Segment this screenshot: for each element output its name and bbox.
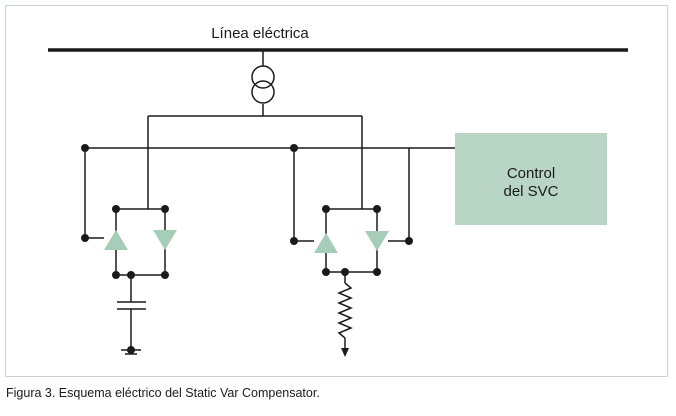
- reactor-coil: [337, 282, 353, 339]
- thyristor-right-down: [365, 231, 389, 251]
- svc-control-label: Control del SVC: [455, 165, 607, 201]
- junction-dot: [127, 271, 135, 279]
- control-label-line2: del SVC: [503, 183, 559, 200]
- junction-dot: [127, 346, 135, 354]
- junction-dot: [161, 205, 169, 213]
- thyristor-left-up: [104, 230, 128, 250]
- reactor-arrow-icon: [341, 348, 349, 357]
- junction-dot: [322, 205, 330, 213]
- junction-dot: [322, 268, 330, 276]
- junction-dot: [341, 268, 349, 276]
- junction-dot: [373, 205, 381, 213]
- thyristor-right-up: [314, 233, 338, 253]
- junction-dot: [405, 237, 413, 245]
- transformer-coil-upper: [251, 65, 275, 89]
- power-line-label: Línea eléctrica: [211, 25, 309, 42]
- junction-dot: [112, 205, 120, 213]
- control-label-line1: Control: [506, 165, 556, 182]
- junction-dot: [161, 271, 169, 279]
- junction-dot: [112, 271, 120, 279]
- thyristor-left-down: [153, 230, 177, 250]
- junction-dot: [81, 234, 89, 242]
- junction-dot: [81, 144, 89, 152]
- junction-dot: [373, 268, 381, 276]
- svc-control-box: Control del SVC: [455, 133, 607, 225]
- svc-schematic: [48, 48, 628, 357]
- figure-caption: Figura 3. Esquema eléctrico del Static V…: [6, 386, 320, 400]
- transformer-coil-lower: [251, 80, 275, 104]
- junction-dot: [290, 237, 298, 245]
- junction-dot: [290, 144, 298, 152]
